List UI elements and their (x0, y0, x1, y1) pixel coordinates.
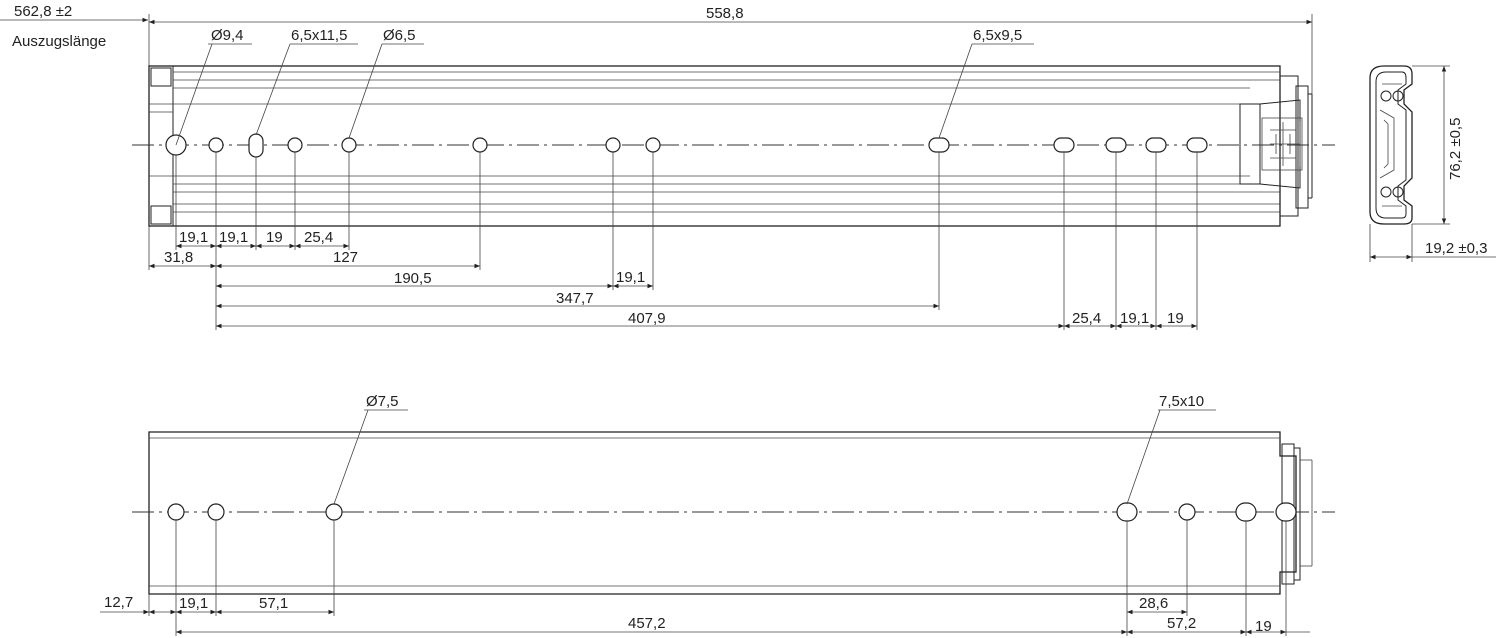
slot (1235, 502, 1257, 522)
dim-12-7: 12,7 (104, 594, 133, 611)
upper-hole-callouts: Ø9,4 6,5x11,5 Ø6,5 6,5x9,5 (175, 27, 1034, 146)
dim-190-5: 190,5 (394, 270, 432, 287)
cross-section-view: 76,2 ±0,5 19,2 ±0,3 (1369, 65, 1496, 262)
dim-19-1-c: 19,1 (616, 269, 645, 286)
lower-extension-lines (148, 520, 1287, 636)
lower-hole-callouts: Ø7,5 7,5x10 (333, 393, 1216, 505)
lower-rail (132, 431, 1335, 595)
dim-25-4: 25,4 (304, 229, 333, 246)
hole (167, 503, 185, 521)
upper-rail (132, 65, 1335, 227)
dim-57-2: 57,2 (1167, 615, 1196, 632)
dim-19-1-rear: 19,1 (1120, 310, 1149, 327)
callout-7-5x10: 7,5x10 (1159, 393, 1204, 410)
hole (287, 137, 303, 153)
dim-19-1-a: 19,1 (179, 229, 208, 246)
dim-28-6: 28,6 (1139, 595, 1168, 612)
hole (605, 137, 621, 153)
extension-value: 562,8 ±2 (14, 3, 72, 20)
slot (1186, 137, 1208, 153)
dim-407-9: 407,9 (628, 310, 666, 327)
hole (207, 503, 225, 521)
callout-6-5x11-5: 6,5x11,5 (291, 27, 347, 44)
hole-d6-5 (341, 137, 357, 153)
hole (645, 137, 661, 153)
dim-57-1: 57,1 (259, 595, 288, 612)
overall-length-value: 558,8 (706, 5, 744, 22)
slot (1105, 137, 1127, 153)
dim-25-4-rear: 25,4 (1072, 310, 1101, 327)
hole (1178, 503, 1196, 521)
hole (208, 137, 224, 153)
slot (1053, 137, 1075, 153)
section-width-value: 19,2 ±0,3 (1425, 240, 1487, 257)
dim-19-lower-rear: 19 (1255, 618, 1272, 635)
lower-dimensions: 12,7 19,1 57,1 457,2 28,6 57,2 19 (100, 594, 1310, 635)
extension-dimension: 562,8 ±2 Auszugslänge (0, 3, 148, 50)
upper-pitch-dimensions: 19,1 19,1 19 25,4 31,8 127 190,5 19,1 34… (149, 229, 1197, 329)
dim-457-2: 457,2 (628, 615, 666, 632)
dim-19-1-b: 19,1 (219, 229, 248, 246)
callout-d9-4: Ø9,4 (211, 27, 244, 44)
slot (1145, 137, 1167, 153)
callout-d7-5: Ø7,5 (366, 393, 399, 410)
dim-31-8: 31,8 (164, 249, 193, 266)
dim-19-rear: 19 (1167, 310, 1184, 327)
slot (1275, 502, 1297, 522)
section-height-value: 76,2 ±0,5 (1447, 118, 1464, 180)
slot-7-5x10 (1116, 502, 1138, 522)
hole (472, 137, 488, 153)
upper-extension-lines (175, 152, 1198, 330)
dim-19: 19 (266, 229, 283, 246)
callout-6-5x9-5: 6,5x9,5 (973, 27, 1022, 44)
callout-d6-5: Ø6,5 (383, 27, 416, 44)
slot-6-5x11-5 (248, 133, 264, 158)
dim-19-1-lower: 19,1 (179, 595, 208, 612)
dim-127: 127 (333, 249, 358, 266)
slot-6-5x9-5 (928, 137, 950, 153)
dim-347-7: 347,7 (556, 290, 594, 307)
overall-length-dimension: 558,8 (148, 5, 1313, 270)
extension-label: Auszugslänge (12, 33, 106, 50)
hole-d7-5 (325, 503, 343, 521)
